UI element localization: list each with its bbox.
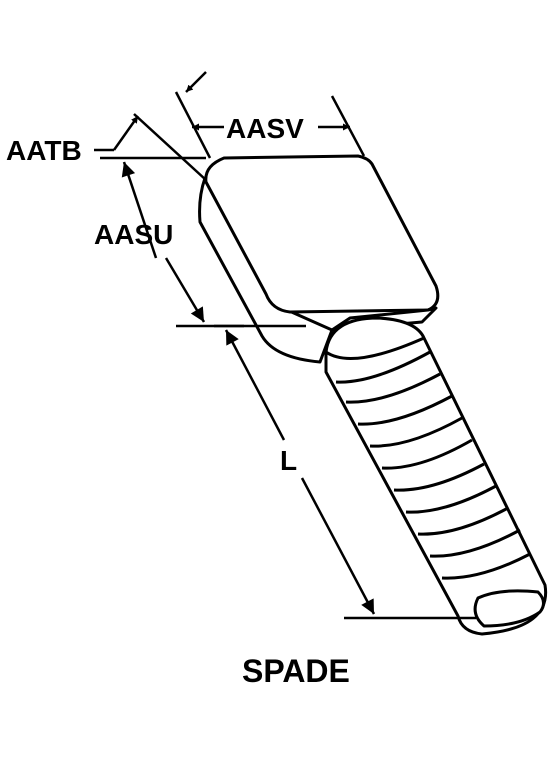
aatb-extension (133, 113, 207, 181)
label-length: L (280, 445, 297, 476)
thread-3 (357, 394, 453, 426)
label-aasu: AASU (94, 219, 173, 250)
thread-5 (381, 438, 473, 470)
aasu-arrow-down (164, 257, 206, 323)
length-arrow-down (300, 477, 376, 615)
aasu-arrow-up (121, 161, 158, 259)
length-arrow-up (224, 329, 286, 441)
thread-2 (345, 372, 441, 404)
aasv-extension-left (174, 91, 212, 159)
thread-10 (441, 552, 531, 580)
shank-top-arc (325, 336, 425, 360)
thread-1 (335, 350, 431, 384)
label-aasv: AASV (226, 113, 304, 144)
aatb-leader-top (185, 71, 207, 93)
thread-7 (405, 484, 497, 514)
dimension-aasv (174, 71, 366, 159)
thread-4 (369, 416, 463, 448)
aatb-arrow (112, 115, 140, 151)
dimension-length (214, 324, 476, 620)
caption-spade: SPADE (242, 653, 350, 689)
shank-end-face (473, 589, 545, 628)
label-aatb: AATB (6, 135, 82, 166)
thread-8 (417, 506, 509, 536)
threaded-shank (324, 316, 548, 636)
thread-6 (393, 462, 485, 492)
thread-9 (429, 528, 521, 558)
dimension-aatb (94, 113, 207, 181)
